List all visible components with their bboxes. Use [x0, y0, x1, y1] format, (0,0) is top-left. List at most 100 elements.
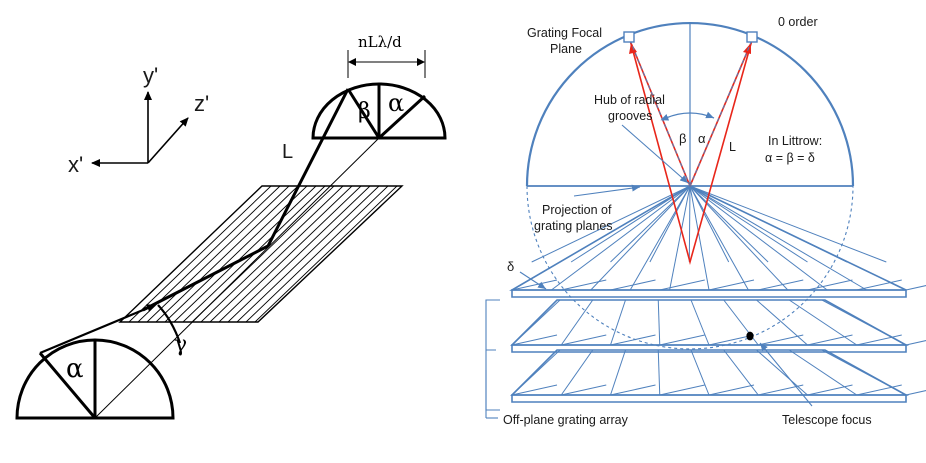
dimension-marker: nLλ/d — [347, 33, 426, 78]
groove-facet — [561, 384, 607, 396]
coordinate-axes: y' z' x' — [68, 63, 209, 177]
gamma-label: γ — [174, 332, 187, 357]
fan-ray — [689, 185, 828, 291]
hatch-line — [371, 186, 402, 322]
groove-facet — [758, 279, 804, 291]
groove-line — [756, 349, 808, 396]
groove-facet — [659, 334, 705, 346]
fan-ray — [669, 185, 691, 291]
groove-facet — [905, 390, 926, 396]
focal-circle-lower — [526, 185, 854, 350]
groove-facet — [807, 334, 853, 346]
beta-label: β — [679, 131, 686, 146]
fan-ray-inner — [689, 185, 769, 263]
hatch-line — [164, 186, 308, 322]
groove-facet — [511, 334, 558, 346]
littrow-label-1: In Littrow: — [768, 134, 822, 148]
groove-line — [690, 299, 710, 346]
red-rays — [629, 39, 753, 266]
projection-line — [94, 137, 380, 419]
hatch-line — [173, 186, 317, 322]
groove-line — [821, 349, 907, 396]
hatch-line — [227, 186, 371, 322]
hatch-line — [245, 186, 389, 322]
dimension-label: nLλ/d — [358, 33, 402, 51]
fan-ray-inner — [689, 185, 730, 263]
length-label-right: L — [729, 140, 736, 154]
top-alpha-label: α — [388, 89, 404, 117]
bottom-alpha-label: α — [66, 354, 84, 384]
focus-pointer — [759, 342, 813, 407]
z-axis-label: z' — [194, 91, 209, 116]
hatch-line — [200, 186, 344, 322]
zero-order-label: 0 order — [778, 15, 818, 29]
groove-facet — [659, 384, 705, 396]
fan-ray — [551, 185, 691, 291]
top-semicircle: β α — [311, 82, 447, 140]
fan-ray — [689, 185, 710, 291]
right-panel: Grating Focal Plane 0 order Hub of radia… — [485, 15, 926, 427]
grating-plane — [118, 185, 404, 323]
focus-label: Telescope focus — [782, 413, 872, 427]
groove-line — [610, 349, 626, 396]
grating-array — [509, 185, 926, 403]
groove-facet — [561, 279, 607, 291]
hatch-line — [128, 186, 272, 322]
groove-facet — [905, 340, 926, 346]
hatch-line — [236, 186, 380, 322]
fan-ray — [590, 185, 691, 291]
groove-facet — [856, 334, 902, 346]
groove-line — [657, 349, 661, 396]
groove-facet — [807, 384, 853, 396]
groove-facet — [708, 384, 755, 396]
focal-point-marker — [623, 31, 635, 43]
groove-facet — [905, 285, 926, 291]
littrow-label-2: α = β = δ — [765, 151, 815, 165]
length-label-left: L — [282, 141, 293, 163]
groove-facet — [610, 279, 656, 291]
fan-ray-inner — [689, 185, 808, 263]
groove-facet — [511, 384, 558, 396]
projection-label-1: Projection of — [542, 203, 612, 217]
groove-facet — [659, 279, 705, 291]
fan-ray-inner — [688, 185, 691, 263]
hatch-line — [155, 186, 299, 322]
y-axis-label: y' — [143, 63, 158, 88]
zero-order-marker — [746, 31, 758, 43]
groove-line — [657, 299, 661, 346]
groove-line — [690, 349, 710, 396]
hatch-line — [209, 186, 353, 322]
fan-ray — [689, 185, 749, 291]
groove-line — [511, 299, 561, 346]
groove-line — [788, 299, 858, 346]
bottom-semicircle: α — [15, 338, 175, 420]
groove-line — [821, 299, 907, 346]
projection-label-2: grating planes — [534, 219, 613, 233]
x-axis-label: x' — [68, 152, 83, 177]
groove-line — [511, 349, 561, 396]
groove-line — [756, 299, 808, 346]
alpha-label: α — [698, 131, 706, 146]
delta-pointer — [519, 271, 547, 290]
fan-ray — [689, 185, 789, 291]
fan-ray-inner — [649, 185, 691, 263]
fan-ray — [629, 185, 691, 291]
gamma-arc — [157, 304, 182, 344]
groove-facet — [708, 279, 755, 291]
fan-ray — [689, 185, 867, 291]
hatch-line — [254, 186, 398, 322]
hub-label-1: Hub of radial — [594, 93, 665, 107]
groove-facet — [511, 279, 558, 291]
angle-arc — [660, 111, 715, 121]
fan-ray-inner — [570, 185, 691, 263]
incident-ray — [39, 303, 156, 355]
hatch-line — [146, 186, 290, 322]
hatch-line — [218, 186, 362, 322]
focal-plane-label-1: Grating Focal — [527, 26, 602, 40]
hub-pointer — [621, 124, 689, 184]
groove-facet — [561, 334, 607, 346]
array-label: Off-plane grating array — [503, 413, 629, 427]
groove-facet — [807, 279, 853, 291]
